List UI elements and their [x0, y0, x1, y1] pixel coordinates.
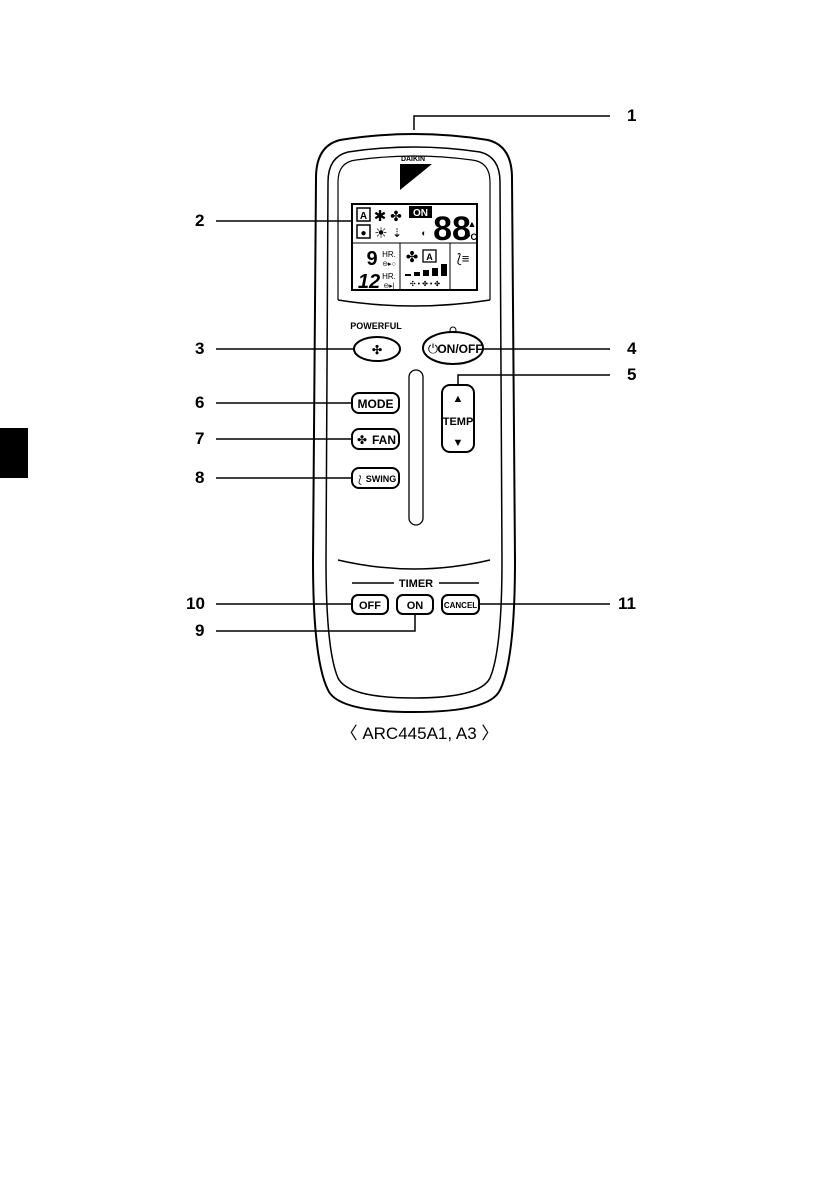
timer-on-label: ON: [407, 600, 424, 612]
powerful-button[interactable]: ✣: [354, 337, 400, 361]
callout-5: 5: [627, 365, 636, 385]
onoff-button[interactable]: ⏻ ON/OFF: [423, 332, 483, 364]
callout-3: 3: [195, 339, 204, 359]
callout-leader-lines: [216, 116, 610, 631]
fan-icon: ✤: [390, 208, 402, 224]
temp-up-indicator-icon: ▲: [468, 219, 477, 229]
center-groove: [409, 370, 423, 525]
lcd-display: A ✱ ✤ ON 88 ▲ °C ● ☀ ⇣ ◐ 9 HR. ⊖▸○ 12 HR…: [352, 204, 478, 293]
callout-11: 11: [618, 594, 636, 614]
quiet-mode-icons: ✣ • ✤ • ✤: [410, 280, 440, 288]
fan-label: FAN: [372, 433, 396, 447]
temp-down-arrow-icon: ▼: [453, 437, 464, 449]
auto-mode-glyph: A: [360, 211, 367, 222]
powerful-mode-icon: ⇣: [392, 226, 402, 240]
droplet-icon: ●: [360, 228, 366, 239]
powerful-icon: ✣: [372, 343, 382, 357]
mode-button[interactable]: MODE: [352, 393, 399, 413]
callout-4: 4: [627, 339, 636, 359]
mode-label: MODE: [358, 397, 394, 411]
callout-8: 8: [195, 468, 204, 488]
swing-indicator-icon: ⟅≡: [457, 251, 470, 266]
fan-icon: ✤: [357, 433, 367, 447]
temp-digits: 88: [433, 210, 471, 248]
swing-button[interactable]: ⟅ SWING: [352, 468, 399, 488]
brand-name: DAIKIN: [401, 156, 425, 163]
callout-10: 10: [186, 594, 205, 614]
timer-on-button[interactable]: ON: [397, 595, 433, 614]
onoff-label: ON/OFF: [437, 342, 482, 356]
callout-9: 9: [195, 621, 204, 641]
temp-button[interactable]: ▲ TEMP ▼: [442, 385, 474, 452]
model-caption: 〈 ARC445A1, A3 〉: [0, 719, 839, 744]
temp-unit: °C: [467, 232, 478, 242]
temp-up-arrow-icon: ▲: [453, 393, 464, 405]
temp-label: TEMP: [443, 416, 474, 428]
timer-on-icon: ⊖▸|: [383, 283, 394, 290]
timer-off-hours: 9: [366, 248, 377, 270]
timer-off-label: OFF: [359, 600, 381, 612]
callout-2: 2: [195, 211, 204, 231]
sun-icon: ☀: [374, 225, 387, 242]
snowflake-icon: ✱: [374, 208, 387, 225]
sensor-icon: ◐: [421, 228, 426, 238]
callout-6: 6: [195, 393, 204, 413]
daikin-logo-icon: DAIKIN: [400, 156, 432, 190]
swing-icon: ⟅: [358, 475, 362, 486]
timer-off-hr-label: HR.: [382, 250, 396, 259]
timer-on-hr-label: HR.: [382, 272, 396, 281]
timer-off-icon: ⊖▸○: [382, 261, 396, 268]
callout-1: 1: [627, 106, 636, 126]
timer-heading: TIMER: [399, 578, 433, 590]
timer-cancel-label: CANCEL: [444, 601, 477, 610]
timer-cancel-button[interactable]: CANCEL: [442, 595, 479, 614]
swing-label: SWING: [366, 474, 397, 484]
on-indicator: ON: [413, 208, 428, 219]
fan-auto-glyph: A: [426, 252, 433, 262]
callout-7: 7: [195, 429, 204, 449]
fan-speed-icon: ✤: [406, 249, 419, 266]
timer-off-button[interactable]: OFF: [352, 595, 388, 614]
timer-on-hours: 12: [358, 271, 380, 293]
fan-button[interactable]: ✤ FAN: [352, 429, 399, 449]
powerful-label: POWERFUL: [350, 321, 402, 331]
